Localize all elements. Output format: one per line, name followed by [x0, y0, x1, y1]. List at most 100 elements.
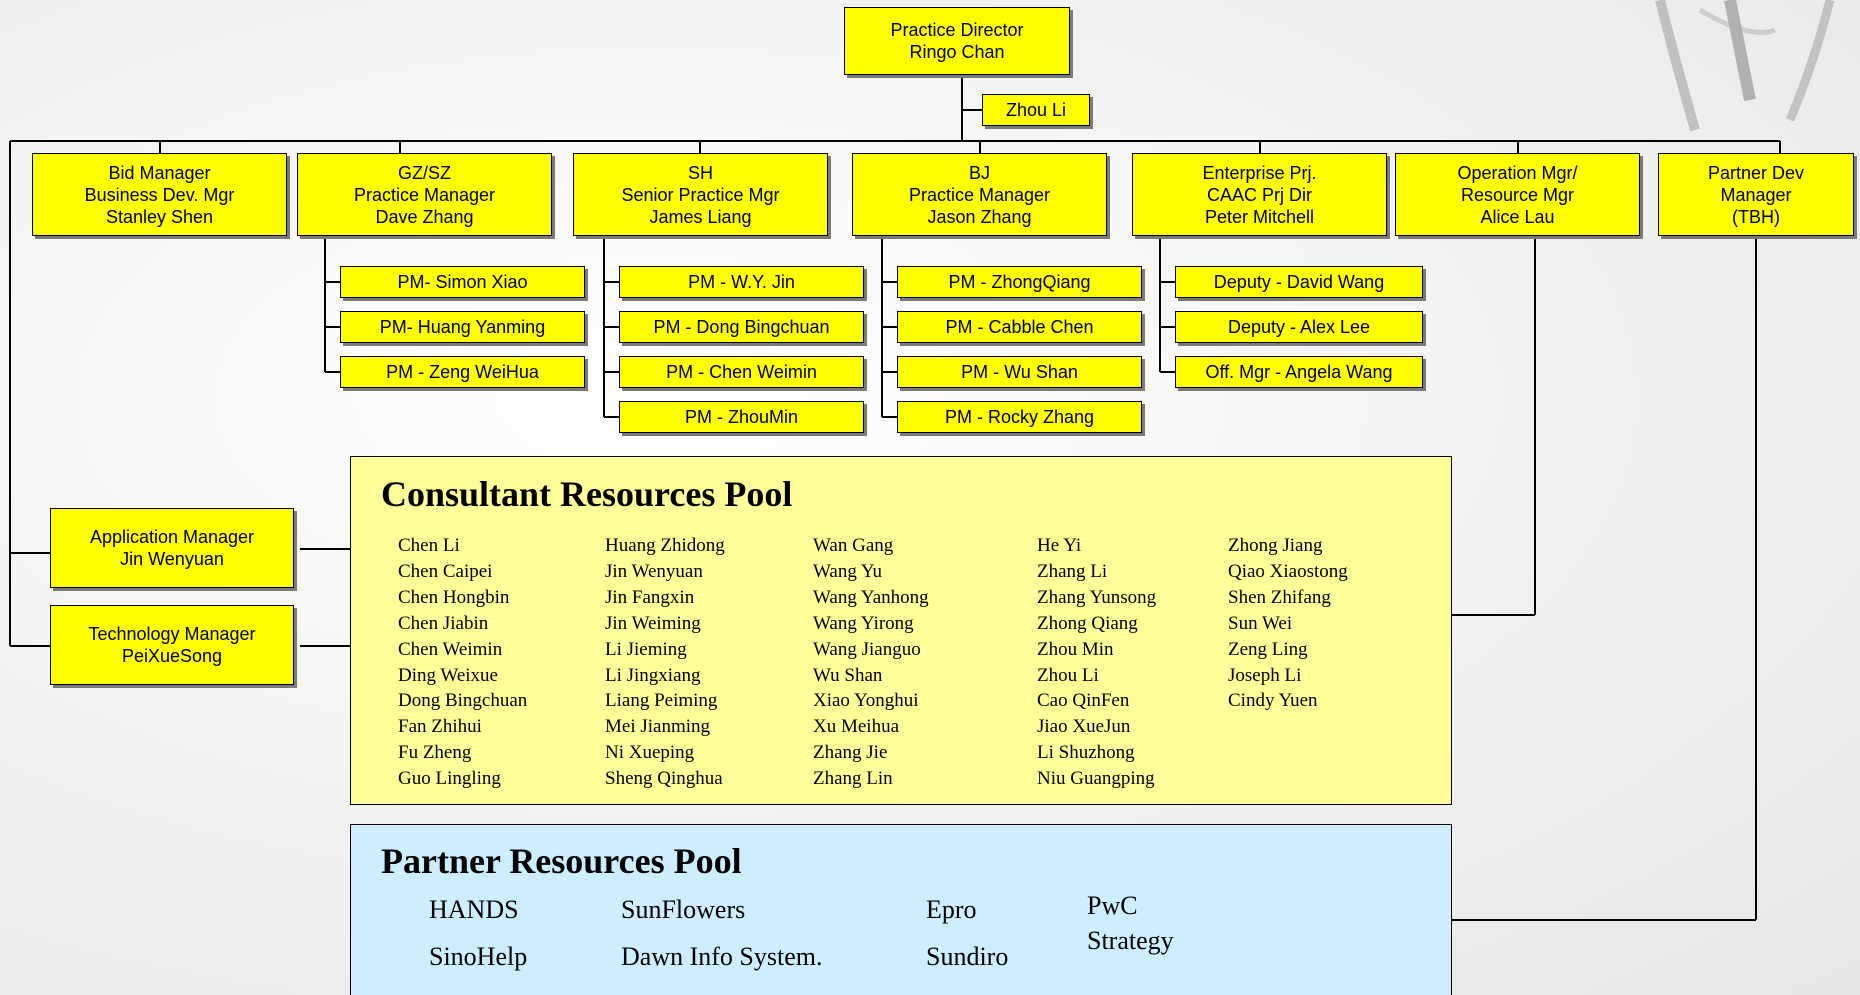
consultant-name: Cindy Yuen	[1228, 690, 1318, 712]
manager-box-gzsz: GZ/SZ Practice Manager Dave Zhang	[297, 153, 552, 236]
deputy-name: Deputy - David Wang	[1213, 272, 1385, 292]
deputy-box: Off. Mgr - Angela Wang	[1175, 356, 1423, 388]
manager-line: Practice Manager	[908, 184, 1051, 205]
pm-box: PM - Chen Weimin	[619, 356, 864, 388]
assistant-name: Zhou Li	[1005, 100, 1067, 120]
consultant-name: Guo Lingling	[398, 768, 501, 790]
consultant-name: Xiao Yonghui	[813, 690, 919, 712]
partner-name: Strategy	[1087, 926, 1174, 955]
manager-line: Senior Practice Mgr	[621, 184, 780, 205]
manager-line: (TBH)	[1732, 206, 1780, 227]
partner-name: SinoHelp	[429, 942, 528, 971]
manager-box-operation: Operation Mgr/ Resource Mgr Alice Lau	[1395, 153, 1640, 236]
pm-box: PM - ZhongQiang	[897, 266, 1142, 298]
partner-name: Epro	[926, 895, 977, 924]
manager-box-partner-dev: Partner Dev Manager (TBH)	[1658, 153, 1854, 236]
consultant-name: Zhou Min	[1037, 638, 1114, 660]
consultant-name: Xu Meihua	[813, 716, 900, 738]
director-title: Practice Director	[890, 20, 1024, 40]
manager-line: James Liang	[649, 206, 752, 227]
consultant-name: Huang Zhidong	[605, 535, 725, 556]
pm-name: PM - Wu Shan	[961, 362, 1078, 382]
manager-box-enterprise: Enterprise Prj. CAAC Prj Dir Peter Mitch…	[1132, 153, 1387, 236]
consultant-name: Jin Wenyuan	[605, 560, 703, 582]
partner-name: SunFlowers	[621, 895, 746, 924]
manager-line: Business Dev. Mgr	[84, 184, 235, 205]
pm-box: PM - W.Y. Jin	[619, 266, 864, 298]
manager-line: Practice Manager	[353, 184, 496, 205]
partner-name: PwC	[1087, 891, 1138, 920]
pm-box: PM- Huang Yanming	[340, 311, 585, 343]
consultant-pool-title: Consultant Resources Pool	[381, 474, 793, 514]
consultant-name: Chen Jiabin	[398, 612, 489, 634]
manager-line: Bid Manager	[108, 162, 211, 183]
manager-line: CAAC Prj Dir	[1206, 184, 1312, 205]
pm-box: PM - Zeng WeiHua	[340, 356, 585, 388]
consultant-name: Fan Zhihui	[398, 716, 482, 738]
deputy-name: Off. Mgr - Angela Wang	[1205, 362, 1393, 382]
consultant-name: Jin Weiming	[605, 612, 701, 634]
consultant-name: Zhong Qiang	[1037, 612, 1138, 634]
app-manager-name: Jin Wenyuan	[120, 549, 224, 569]
consultant-name: Wan Gang	[813, 535, 894, 556]
partner-pool: Partner Resources Pool HANDS SinoHelp Su…	[350, 824, 1452, 995]
consultant-name: Mei Jianming	[605, 716, 711, 738]
consultant-name: Wang Yirong	[813, 612, 914, 634]
consultant-name: Chen Hongbin	[398, 586, 510, 608]
manager-line: Peter Mitchell	[1204, 206, 1315, 227]
consultant-name: Sheng Qinghua	[605, 768, 723, 790]
pm-box: PM - Dong Bingchuan	[619, 311, 864, 343]
pm-name: PM - Dong Bingchuan	[653, 317, 830, 337]
manager-line: Partner Dev	[1707, 162, 1805, 183]
consultant-name: Wang Yanhong	[813, 586, 929, 608]
tech-manager-title: Technology Manager	[88, 624, 256, 644]
consultant-name: Zhang Jie	[813, 742, 888, 764]
consultant-name: Sun Wei	[1228, 612, 1293, 634]
manager-line: SH	[687, 162, 713, 183]
consultant-name: Ding Weixue	[398, 664, 498, 686]
pm-box: PM - Cabble Chen	[897, 311, 1142, 343]
consultant-name: Joseph Li	[1228, 664, 1302, 686]
consultant-name: Chen Li	[398, 535, 460, 556]
partner-pool-title: Partner Resources Pool	[381, 841, 742, 881]
manager-line: Alice Lau	[1480, 206, 1555, 227]
pm-name: PM - Zeng WeiHua	[386, 362, 539, 382]
pm-name: PM - W.Y. Jin	[688, 272, 795, 292]
consultant-name: He Yi	[1037, 535, 1082, 556]
pm-box: PM- Simon Xiao	[340, 266, 585, 298]
manager-line: GZ/SZ	[398, 162, 451, 183]
director-name: Ringo Chan	[909, 42, 1005, 62]
technology-manager-box: Technology Manager PeiXueSong	[50, 605, 294, 685]
app-manager-title: Application Manager	[89, 527, 255, 547]
partner-name: Sundiro	[926, 942, 1009, 971]
pm-name: PM - ZhouMin	[684, 407, 799, 427]
pm-name: PM - Rocky Zhang	[944, 407, 1095, 427]
consultant-name: Dong Bingchuan	[398, 690, 528, 712]
deputy-box: Deputy - Alex Lee	[1175, 311, 1423, 343]
application-manager-box: Application Manager Jin Wenyuan	[50, 508, 294, 588]
assistant-box: Zhou Li	[982, 94, 1090, 126]
consultant-name: Zeng Ling	[1228, 638, 1308, 660]
consultant-name: Wu Shan	[813, 664, 883, 686]
consultant-name: Zhang Yunsong	[1037, 586, 1157, 608]
manager-line: Dave Zhang	[375, 206, 474, 227]
consultant-name: Wang Yu	[813, 560, 883, 582]
manager-line: Enterprise Prj.	[1202, 162, 1317, 183]
consultant-name: Li Jieming	[605, 638, 687, 660]
consultant-name: Li Shuzhong	[1037, 742, 1135, 764]
consultant-name: Zhong Jiang	[1228, 535, 1323, 556]
deputy-name: Deputy - Alex Lee	[1227, 317, 1371, 337]
pm-name: PM - Cabble Chen	[945, 317, 1094, 337]
consultant-name: Li Jingxiang	[605, 664, 701, 686]
consultant-name: Fu Zheng	[398, 742, 472, 764]
consultant-name: Cao QinFen	[1037, 690, 1130, 712]
consultant-name: Ni Xueping	[605, 742, 695, 764]
consultant-name: Zhang Lin	[813, 768, 893, 790]
consultant-name: Wang Jianguo	[813, 638, 921, 660]
manager-line: Resource Mgr	[1460, 184, 1575, 205]
pm-box: PM - ZhouMin	[619, 401, 864, 433]
tech-manager-name: PeiXueSong	[121, 646, 223, 666]
